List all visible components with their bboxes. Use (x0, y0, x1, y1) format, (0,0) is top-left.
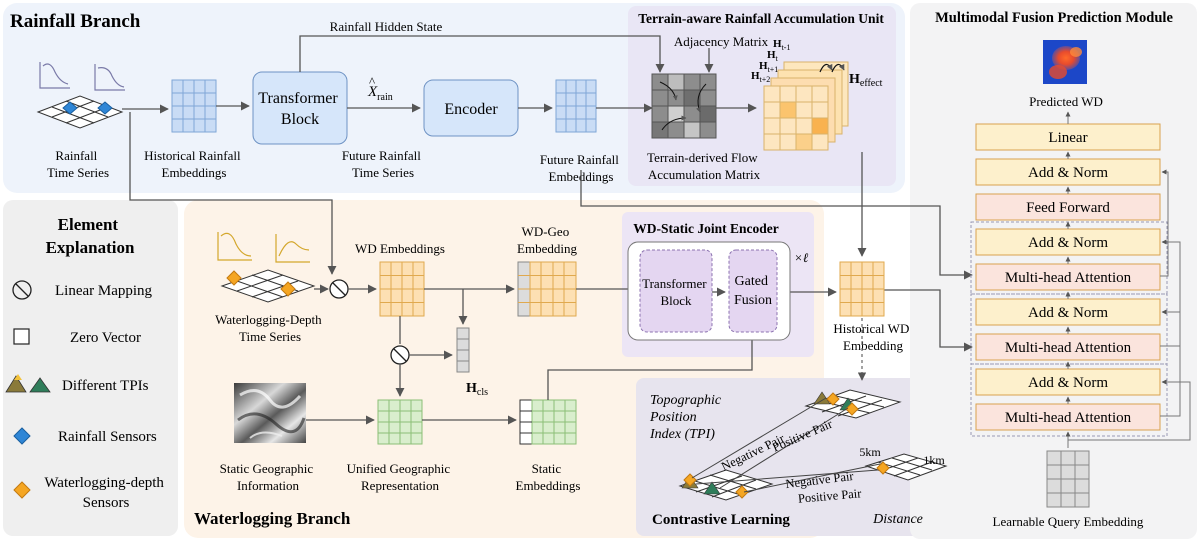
rainfall-series-label: Rainfall Time Series (47, 148, 109, 180)
h-t-plus-1: Ht+1 (759, 60, 778, 74)
mha-2-label: Multi-head Attention (1005, 340, 1132, 356)
wd-geo-label: WD-Geo Embedding (517, 224, 577, 256)
static-embeddings-label: Static Embeddings (516, 461, 581, 493)
linear-mapping-icon (12, 280, 32, 300)
add-norm-3-block (975, 298, 1161, 326)
distance-1km: 1km (923, 453, 945, 467)
static-geographic-image (234, 383, 306, 443)
static-embedding-grid (519, 399, 577, 445)
learnable-query-label: Learnable Query Embedding (993, 514, 1144, 529)
feed-forward-label: Feed Forward (1026, 200, 1110, 216)
rainfall-transformer-label: Transformer Block (258, 90, 341, 128)
h-matrix-stack (763, 61, 849, 151)
add-norm-2-label: Add & Norm (1028, 235, 1108, 251)
wd-linear-mapping-icon (329, 279, 349, 299)
hcls-label: Hcls (466, 381, 488, 398)
add-norm-4-block (975, 368, 1161, 396)
linear-block (975, 123, 1161, 151)
legend-rainfall-sensors: Rainfall Sensors (58, 429, 157, 445)
gated-fusion-label: Gated Fusion (734, 274, 772, 308)
legend-panel (3, 200, 178, 536)
contrastive-title: Contrastive Learning (652, 512, 790, 528)
rainfall-sensor-icon (13, 427, 31, 445)
static-geo-label: Static Geographic Information (220, 461, 317, 493)
wd-embeddings-label: WD Embeddings (355, 241, 445, 256)
hcls-vector (456, 327, 470, 373)
wd-series-label: Waterlogging-Depth Time Series (215, 312, 325, 344)
fusion-blocks (975, 123, 1161, 431)
joint-repeat: ×ℓ (794, 250, 809, 265)
waterlogging-flow-arrows (306, 284, 973, 425)
joint-transformer-label: Transformer Block (642, 276, 710, 308)
wd-geo-embedding-grid (517, 261, 577, 317)
gated-fusion-block (728, 249, 778, 333)
rainfall-encoder-label: Encoder (444, 101, 498, 118)
legend-linear-mapping: Linear Mapping (55, 283, 153, 299)
predicted-wd-heatmap (1043, 40, 1087, 84)
rainfall-branch-title: Rainfall Branch (10, 11, 141, 32)
zero-vector-icon (13, 328, 30, 345)
historical-wd-label: Historical WD Embedding (833, 321, 912, 353)
unified-geo-label: Unified Geographic Representation (347, 461, 454, 493)
add-norm-2-block (975, 228, 1161, 256)
linear-label: Linear (1048, 130, 1087, 146)
tpi-label: Topographic Position Index (TPI) (649, 393, 725, 442)
wd-embedding-grid (379, 261, 425, 317)
joint-transformer-block (639, 249, 713, 333)
terrain-unit-title: Terrain-aware Rainfall Accumulation Unit (638, 11, 884, 26)
distance-axis-label: Distance (872, 512, 923, 527)
legend-different-tpis: Different TPIs (62, 378, 149, 394)
contrastive-pair-lines (691, 397, 881, 493)
tpi-mountains-icon (5, 374, 51, 393)
waterlogging-sensor-icon (226, 270, 296, 297)
historical-rainfall-label: Historical Rainfall Embeddings (144, 148, 244, 180)
add-norm-4-label: Add & Norm (1028, 375, 1108, 391)
mha-3-block (975, 403, 1161, 431)
mha-3-label: Multi-head Attention (1005, 410, 1132, 426)
add-norm-3-label: Add & Norm (1028, 305, 1108, 321)
rainfall-hidden-state-label: Rainfall Hidden State (330, 19, 443, 34)
fusion-residual-arrows (1068, 169, 1191, 441)
x-hat-caret: ^ (369, 74, 375, 89)
h-t: Ht (767, 49, 779, 63)
legend-title: Element Explanation (46, 215, 135, 257)
predicted-wd-label: Predicted WD (1029, 94, 1103, 109)
joint-encoder-title: WD-Static Joint Encoder (633, 221, 779, 236)
x-hat-rain: Xrain (367, 84, 393, 103)
rainfall-flow-arrows (122, 35, 973, 280)
rainfall-series-plot-icon (39, 62, 125, 91)
historical-wd-embedding-grid (839, 261, 885, 317)
legend-waterlogging-sensors: Waterlogging-depth Sensors (44, 475, 167, 511)
add-norm-top-label: Add & Norm (1028, 165, 1108, 181)
rainfall-transformer-block (252, 71, 348, 145)
future-rainfall-embeddings-label: Future Rainfall Embeddings (540, 152, 622, 184)
future-rainfall-series-label: Future Rainfall Time Series (342, 148, 424, 180)
waterlogging-branch-title: Waterlogging Branch (194, 509, 351, 528)
unified-geo-grid (377, 399, 423, 445)
rainfall-sensor-icon (62, 101, 113, 115)
rainfall-sensor-grid (36, 95, 124, 129)
h-recurrence-arrows (819, 63, 845, 73)
legend-zero-vector: Zero Vector (70, 330, 141, 346)
fusion-block-labels: Linear Add & Norm Feed Forward Add & Nor… (1005, 130, 1132, 426)
flow-accumulation-matrix (651, 73, 717, 139)
waterlogging-sensor-icon (13, 481, 31, 499)
positive-pair-2: Positive Pair (797, 486, 862, 506)
adjacency-matrix-label: Adjacency Matrix (674, 34, 769, 49)
h-t-plus-2: Ht+2 (751, 70, 770, 84)
fusion-module-title: Multimodal Fusion Prediction Module (935, 10, 1173, 26)
wd-sensor-grid (220, 269, 316, 303)
geo-linear-mapping-icon (390, 345, 410, 365)
mha-2-block (975, 333, 1161, 361)
wd-series-plot-icon (217, 232, 310, 263)
future-rainfall-embedding-grid (555, 79, 597, 133)
historical-rainfall-embedding-grid (171, 79, 217, 133)
flow-matrix-label: Terrain-derived Flow Accumulation Matrix (647, 150, 761, 182)
learnable-query-grid (1046, 450, 1090, 508)
mha-1-label: Multi-head Attention (1005, 270, 1132, 286)
distance-5km: 5km (859, 445, 881, 459)
h-effect: Heffect (849, 72, 883, 89)
h-t-minus-1: Ht-1 (773, 38, 790, 52)
